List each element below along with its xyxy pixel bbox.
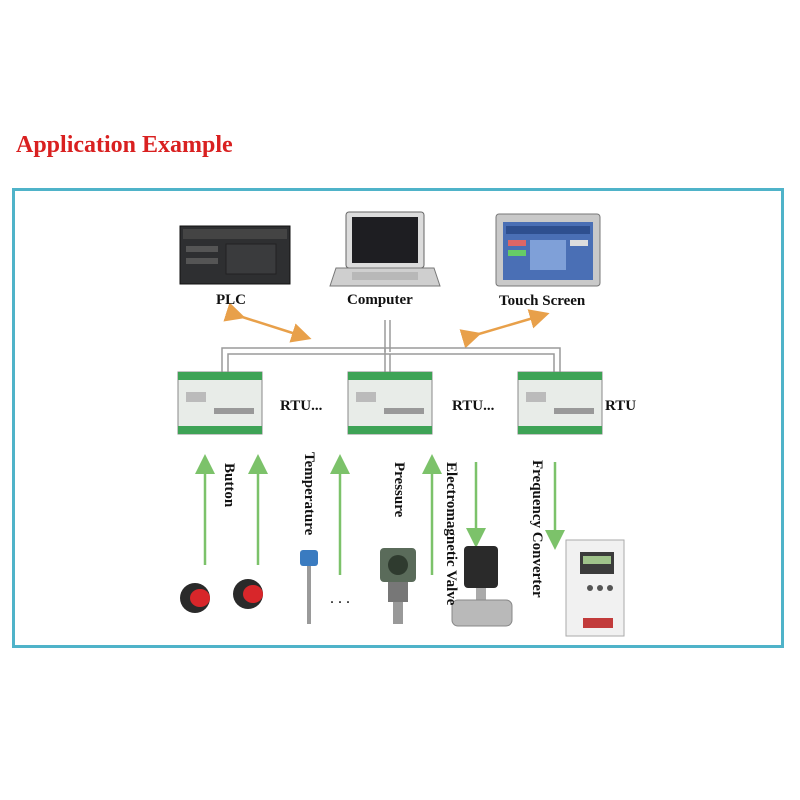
rtu-module-2 <box>347 371 433 435</box>
page-title: Application Example <box>16 132 233 158</box>
touch-screen-device <box>495 213 601 287</box>
plc-arrow <box>223 302 312 343</box>
push-button-2 <box>233 579 263 609</box>
rtu-label-3: RTU <box>605 398 637 414</box>
temperature-sensor <box>300 550 318 624</box>
pressure-transmitter <box>380 548 416 624</box>
temperature-label: Temperature <box>301 452 317 536</box>
electromagnetic-valve <box>451 546 513 627</box>
diagram-frame <box>12 188 784 648</box>
bus-lines <box>221 320 561 372</box>
touch-screen-label: Touch Screen <box>499 293 586 309</box>
rtu-module-3 <box>517 371 603 435</box>
plc-device <box>179 225 291 285</box>
computer-device <box>329 211 441 287</box>
touch-screen-arrow <box>459 309 550 349</box>
frequency-converter-label: Frequency Converter <box>529 460 545 598</box>
button-label: Button <box>221 463 237 508</box>
rtu-label-1: RTU... <box>280 398 323 414</box>
frequency-converter <box>565 539 625 637</box>
rtu-module-1 <box>177 371 263 435</box>
plc-label: PLC <box>216 292 246 308</box>
pressure-label: Pressure <box>391 462 407 518</box>
rtu-label-2: RTU... <box>452 398 495 414</box>
valve-label: Electromagnetic Valve <box>443 462 459 606</box>
more-devices-ellipsis: ... <box>330 590 354 607</box>
push-button-1 <box>180 583 210 613</box>
computer-label: Computer <box>347 292 413 308</box>
